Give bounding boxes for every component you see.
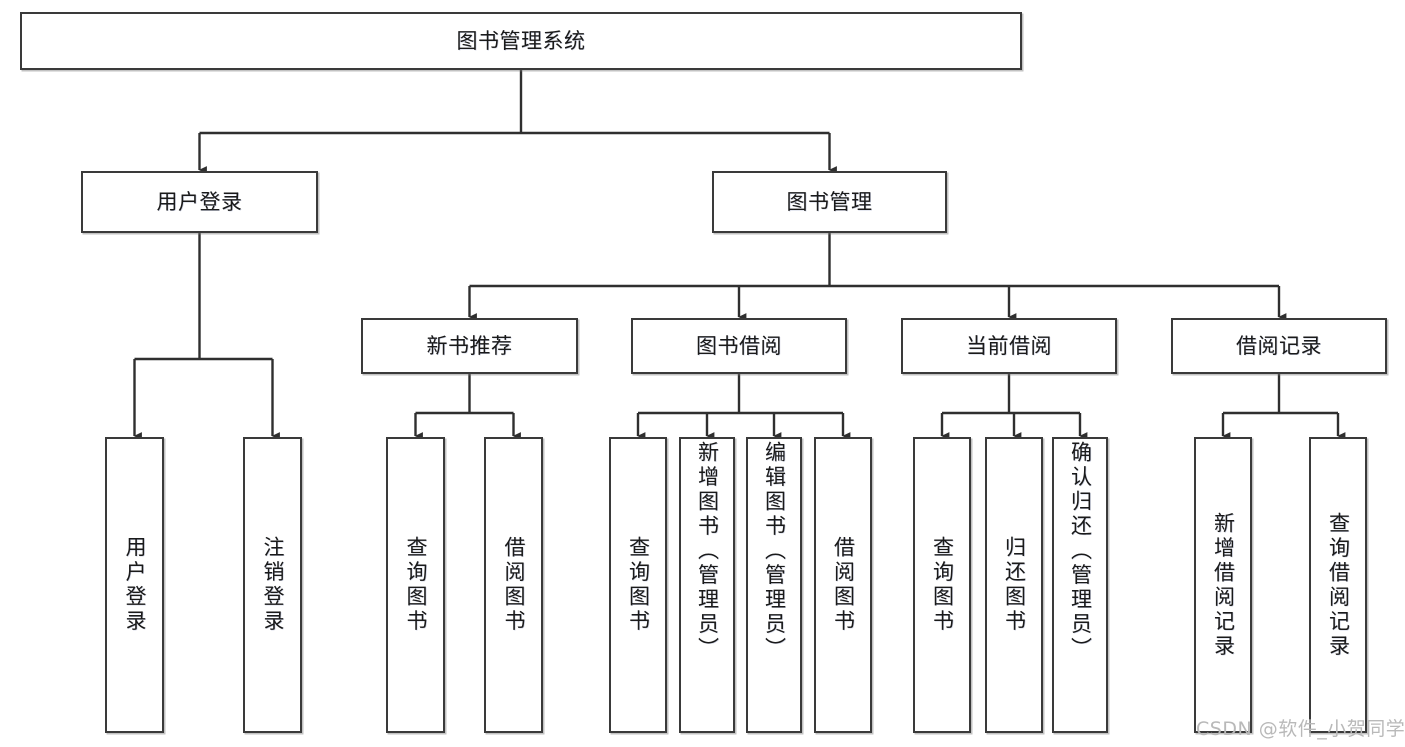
- node-label: 注销登录: [261, 536, 285, 634]
- node-label: 图书管理系统: [456, 28, 586, 53]
- node-leaf-query-borrow-record[interactable]: 查询借阅记录: [1309, 437, 1367, 733]
- node-leaf-query-book-cur[interactable]: 查询图书: [913, 437, 971, 733]
- node-borrow-records[interactable]: 借阅记录: [1171, 318, 1387, 374]
- node-leaf-user-login[interactable]: 用户登录: [105, 437, 164, 733]
- node-label: 新书推荐: [426, 333, 513, 358]
- node-label: 查询图书: [930, 536, 955, 634]
- node-leaf-borrow-book-rec[interactable]: 借阅图书: [484, 437, 543, 733]
- node-label: 查询图书: [404, 536, 428, 634]
- node-label: 查询图书: [626, 536, 651, 634]
- node-label: 用户登录: [123, 536, 147, 634]
- node-root[interactable]: 图书管理系统: [20, 12, 1022, 70]
- node-leaf-return-book[interactable]: 归还图书: [985, 437, 1043, 733]
- node-label: 新增图书（管理员）: [695, 441, 720, 662]
- node-label: 借阅图书: [502, 536, 526, 634]
- node-label: 用户登录: [156, 189, 243, 214]
- node-leaf-user-logout[interactable]: 注销登录: [243, 437, 302, 733]
- node-new-book-recommend[interactable]: 新书推荐: [361, 318, 578, 374]
- node-label: 当前借阅: [966, 333, 1052, 358]
- node-label: 确认归还（管理员）: [1068, 441, 1093, 662]
- node-label: 归还图书: [1002, 536, 1027, 634]
- csdn-watermark: CSDN @软件_小贺同学: [1196, 718, 1405, 740]
- node-leaf-edit-book-admin[interactable]: 编辑图书（管理员）: [746, 437, 802, 733]
- node-user-login[interactable]: 用户登录: [81, 171, 318, 233]
- node-label: 查询借阅记录: [1326, 511, 1351, 659]
- node-book-manage[interactable]: 图书管理: [712, 171, 947, 233]
- node-leaf-confirm-return-admin[interactable]: 确认归还（管理员）: [1052, 437, 1108, 733]
- node-leaf-add-borrow-record[interactable]: 新增借阅记录: [1194, 437, 1252, 733]
- node-label: 图书借阅: [696, 333, 782, 358]
- node-leaf-query-book-borrow[interactable]: 查询图书: [609, 437, 667, 733]
- node-label: 借阅记录: [1236, 333, 1322, 358]
- node-label: 编辑图书（管理员）: [762, 441, 787, 662]
- node-leaf-borrow-book[interactable]: 借阅图书: [814, 437, 872, 733]
- node-current-borrow[interactable]: 当前借阅: [901, 318, 1117, 374]
- node-book-borrow[interactable]: 图书借阅: [631, 318, 847, 374]
- node-label: 图书管理: [786, 189, 873, 214]
- node-leaf-add-book-admin[interactable]: 新增图书（管理员）: [679, 437, 735, 733]
- node-label: 新增借阅记录: [1211, 511, 1236, 659]
- node-label: 借阅图书: [831, 536, 856, 634]
- node-leaf-query-book-rec[interactable]: 查询图书: [386, 437, 445, 733]
